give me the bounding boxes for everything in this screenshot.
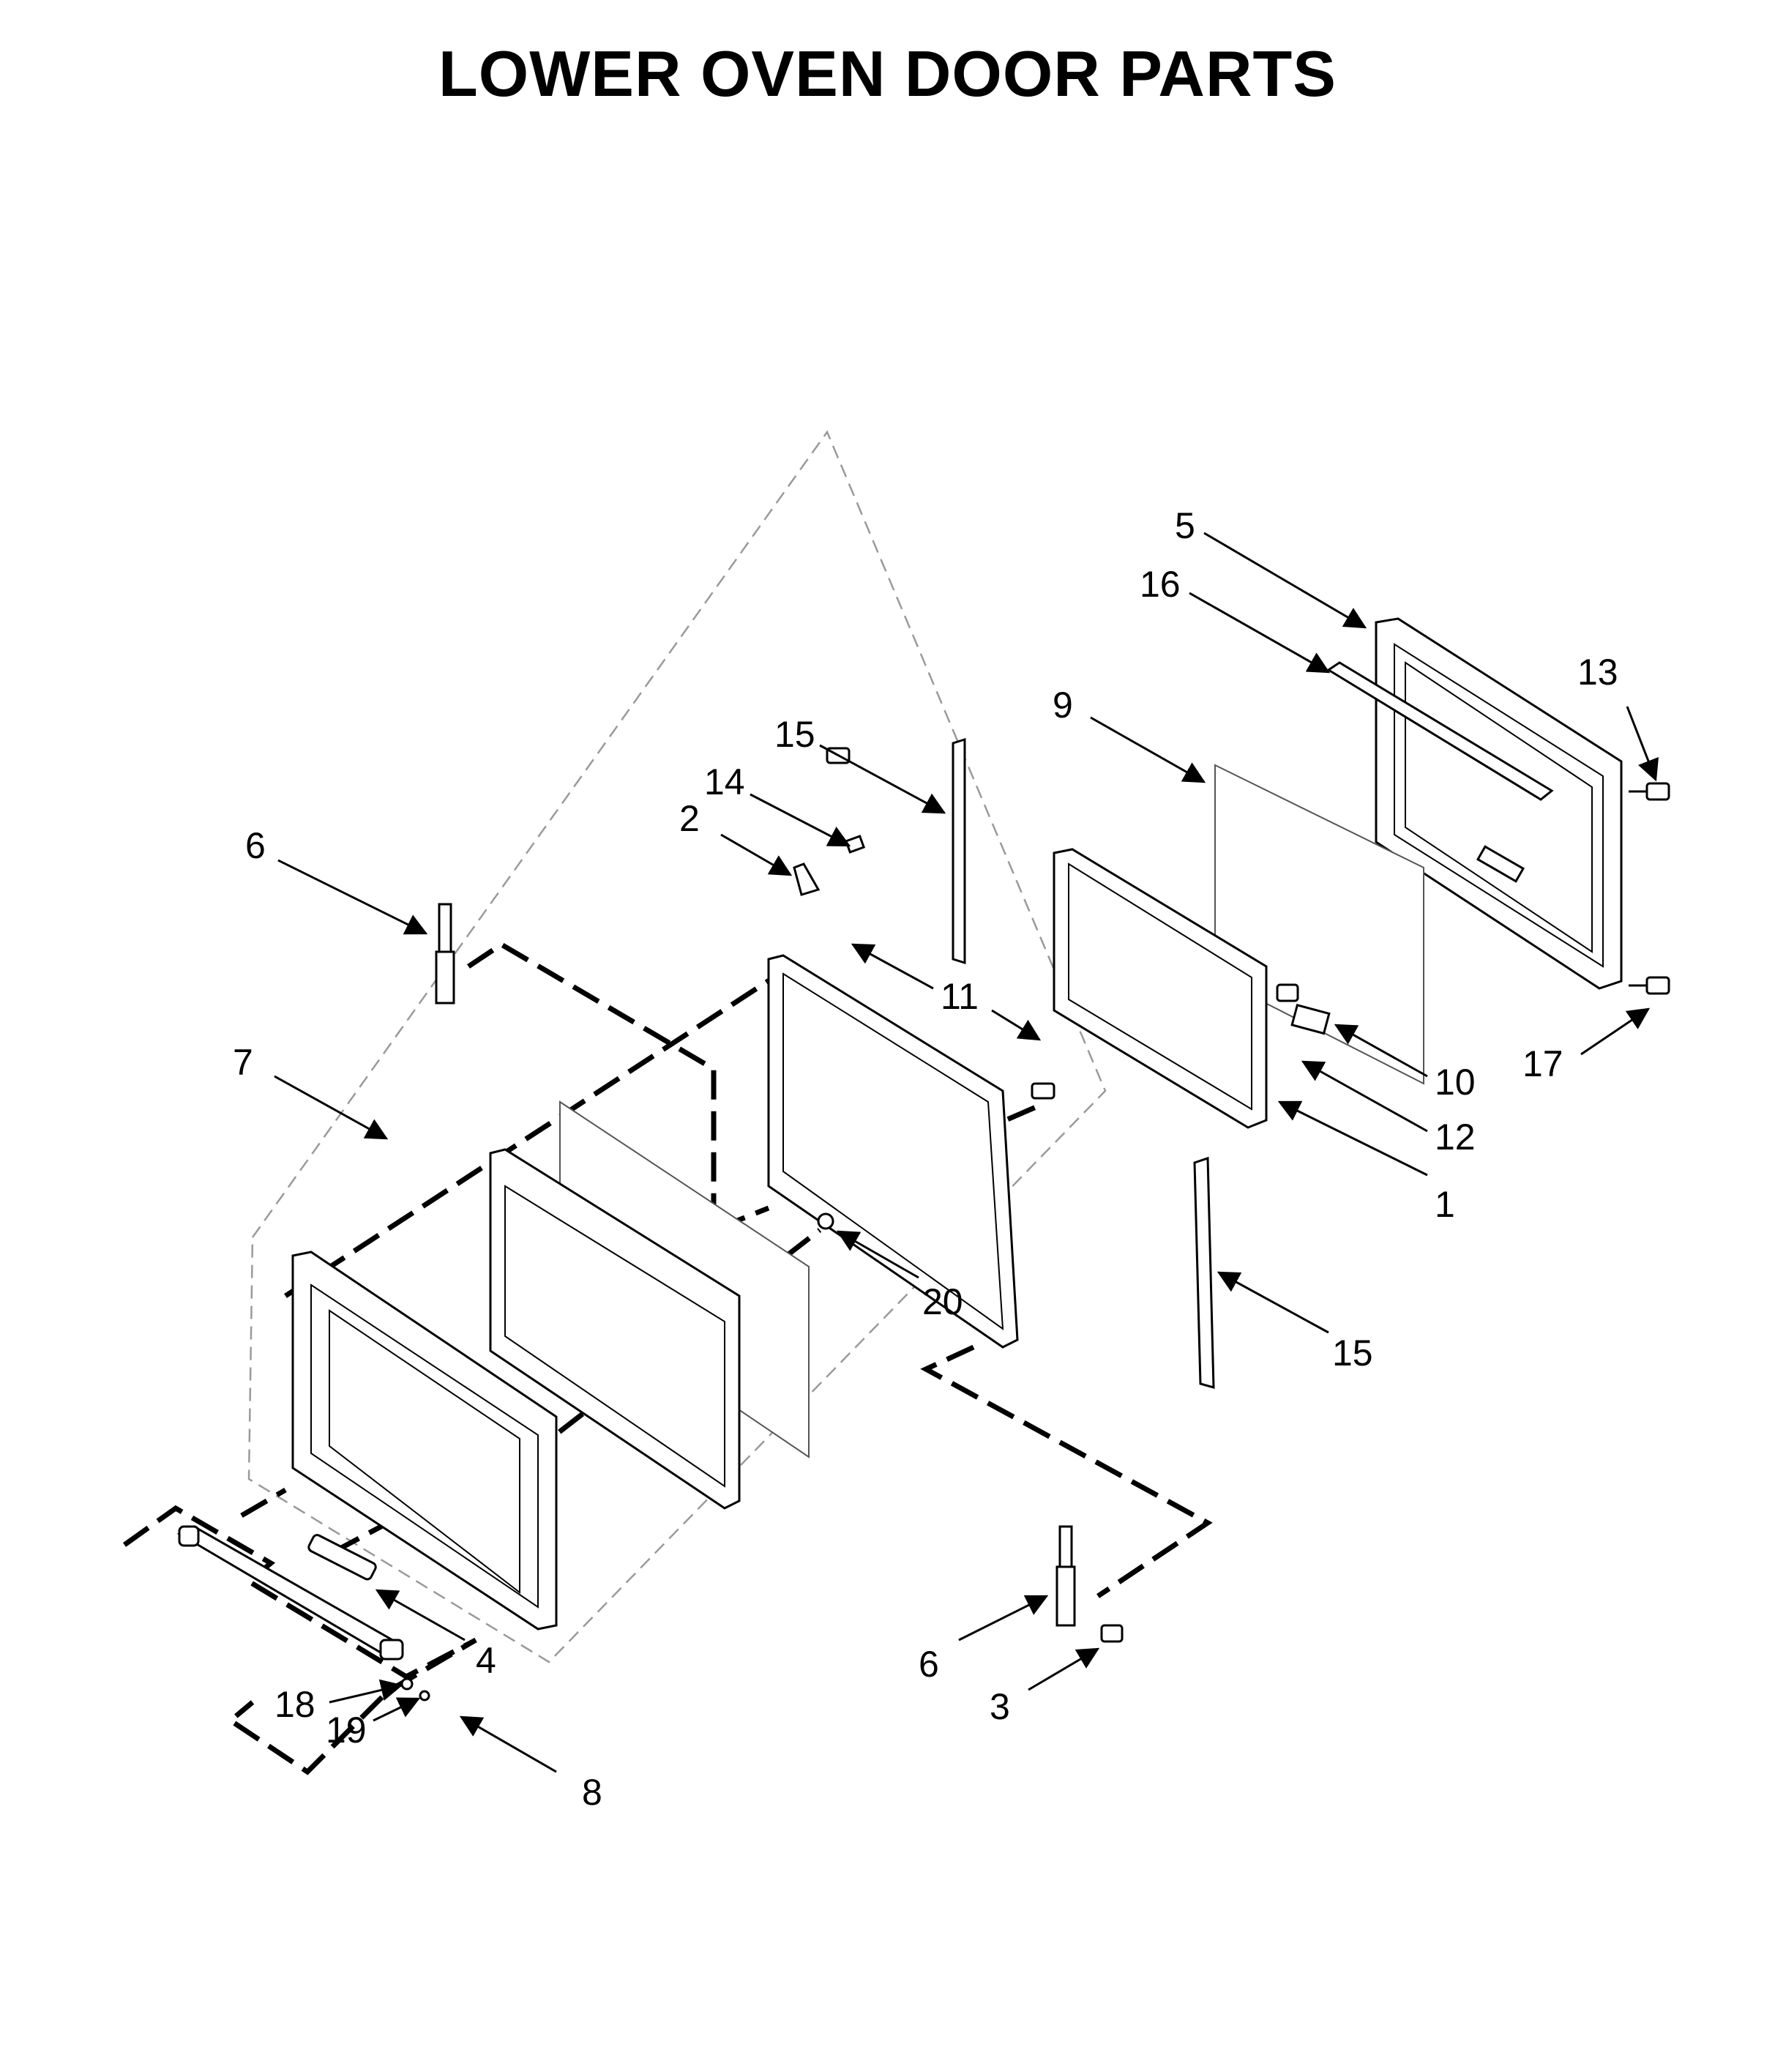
callout-3: 3 <box>990 1686 1010 1727</box>
callout-4: 4 <box>476 1640 496 1681</box>
callout-5: 5 <box>1175 505 1195 546</box>
callout-7: 7 <box>233 1042 253 1083</box>
screw-part-13 <box>1629 782 1670 801</box>
callout-20: 20 <box>922 1281 963 1322</box>
leader-11-right <box>991 1009 1042 1041</box>
side-trim-part-15-top <box>952 737 966 965</box>
leader-2 <box>720 833 793 876</box>
leader-14 <box>750 793 851 847</box>
callout-6-bottom: 6 <box>919 1644 939 1685</box>
hinge-part-6-bottom <box>1055 1525 1076 1627</box>
glass-pack-frame-part-1 <box>1053 848 1268 1129</box>
assembly-line-d <box>240 1487 287 1518</box>
leader-12 <box>1301 1060 1428 1133</box>
door-assembly-outline <box>247 430 1107 1663</box>
outer-door-panel-part-4 <box>291 1251 558 1631</box>
callout-12: 12 <box>1435 1117 1476 1158</box>
leader-17 <box>1580 1007 1651 1056</box>
side-trim-part-15-bottom <box>1193 1156 1215 1389</box>
screw-part-12 <box>1276 983 1299 1002</box>
callout-11: 11 <box>941 976 979 1017</box>
leader-6-top <box>277 859 428 935</box>
callout-6-top: 6 <box>245 825 266 866</box>
leader-11-left <box>851 943 934 990</box>
callout-1: 1 <box>1435 1184 1455 1225</box>
leader-7 <box>274 1075 389 1140</box>
handle-part-8 <box>176 1525 404 1661</box>
callout-13: 13 <box>1577 652 1618 693</box>
callout-19: 19 <box>326 1710 367 1751</box>
leader-18 <box>329 1679 403 1704</box>
leader-20 <box>836 1230 919 1279</box>
leader-16 <box>1189 592 1331 674</box>
leader-10 <box>1334 1024 1428 1078</box>
inner-door-frame-part-5 <box>1375 617 1623 990</box>
leader-1 <box>1277 1100 1428 1177</box>
leader-9 <box>1090 716 1206 783</box>
callout-10: 10 <box>1435 1062 1476 1103</box>
door-inner-panel <box>489 1148 741 1510</box>
leader-19 <box>373 1697 421 1722</box>
callout-9: 9 <box>1053 685 1073 726</box>
nameplate <box>307 1534 377 1581</box>
set-screw-part-19 <box>419 1690 430 1702</box>
callout-16: 16 <box>1140 564 1181 605</box>
clip-part-14 <box>844 835 866 854</box>
leader-5 <box>1203 532 1367 629</box>
callout-15-bottom: 15 <box>1332 1333 1373 1374</box>
callout-18: 18 <box>274 1684 315 1725</box>
callout-8: 8 <box>582 1772 602 1813</box>
callout-15-top: 15 <box>774 714 815 755</box>
leader-6-bottom <box>958 1595 1049 1641</box>
screw-part-17 <box>1629 976 1670 995</box>
frame-bar-part-16 <box>1326 661 1554 801</box>
leader-13 <box>1626 706 1659 782</box>
callout-14: 14 <box>704 761 745 802</box>
clip-part-10 <box>1290 1003 1331 1035</box>
leader-8 <box>459 1715 557 1773</box>
leader-3 <box>1028 1647 1100 1691</box>
door-liner-frame-part-11 <box>767 747 1055 1349</box>
hinge-part-6-top <box>435 903 455 1005</box>
page-title: LOWER OVEN DOOR PARTS <box>438 37 1337 110</box>
leader-15-bottom <box>1217 1271 1329 1334</box>
bracket-part-2 <box>793 862 821 896</box>
callout-17: 17 <box>1522 1043 1563 1084</box>
assembly-line-handle <box>122 1505 477 1775</box>
callout-2: 2 <box>679 798 700 839</box>
screw-part-3 <box>1100 1624 1124 1643</box>
set-screw-part-18 <box>400 1677 414 1691</box>
assembly-line-a <box>284 964 792 1298</box>
fastener-part-20 <box>817 1212 834 1230</box>
assembly-line-right-hinge <box>920 1344 1213 1598</box>
leader-15-top <box>819 744 946 814</box>
leader-4 <box>375 1589 466 1641</box>
